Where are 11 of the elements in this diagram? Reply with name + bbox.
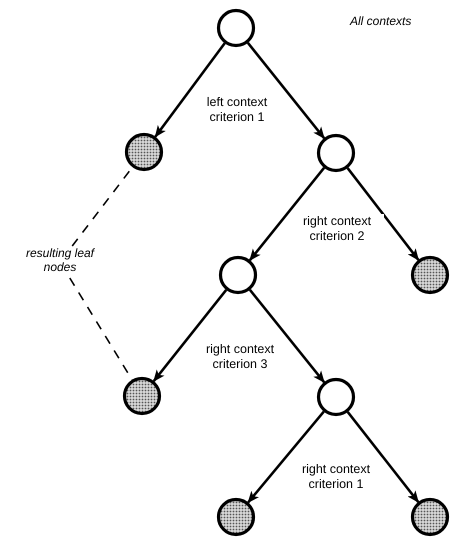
leader-text: resulting leaf nodes xyxy=(8,246,112,278)
arrow xyxy=(346,411,420,503)
arrow xyxy=(154,42,226,138)
arrow xyxy=(346,167,420,261)
arrow xyxy=(248,289,326,383)
arrow xyxy=(152,289,228,382)
arrow xyxy=(246,42,326,139)
arrow xyxy=(247,410,325,504)
arrow xyxy=(248,167,326,261)
leader-line xyxy=(69,278,133,380)
annotation-text: All contexts xyxy=(350,14,412,28)
